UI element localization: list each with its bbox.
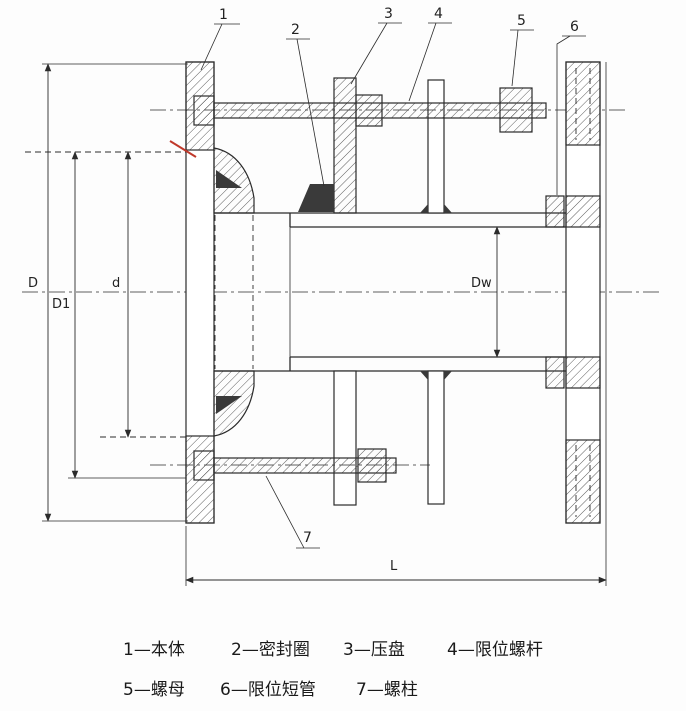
callout-6: 6 [556,19,586,195]
dim-D1: D1 [52,151,186,479]
limit-short-pipe [545,195,565,389]
pipe [214,212,600,372]
legend-item-2: 2—密封圈 [231,640,310,660]
seal-ring [298,184,334,212]
callout-3: 3 [350,6,402,85]
hidden-lines [25,151,254,438]
callout-1: 1 [200,7,240,71]
callout-3-label: 3 [384,6,393,22]
callout-7-label: 7 [303,530,312,546]
dim-label-D: D [28,276,38,291]
callout-4-label: 4 [434,6,443,22]
legend-item-4: 4—限位螺杆 [447,640,543,660]
legend-item-7: 7—螺柱 [356,680,418,700]
dim-Dw: Dw [471,226,501,358]
socket-corner-weld-top [216,170,242,188]
rod-spacer [355,94,383,127]
callout-2: 2 [286,22,325,187]
right-flange [565,61,601,524]
callout-5-label: 5 [517,13,526,29]
dim-D: D [28,63,188,522]
dim-label-L: L [390,559,398,574]
callout-4: 4 [408,6,452,102]
socket-bell-top [213,147,255,214]
callout-2-label: 2 [291,22,300,38]
stud-nut [357,448,387,483]
callout-5: 5 [510,13,534,87]
nut [499,87,533,133]
limit-screw-rod [150,94,625,127]
dim-label-D1: D1 [52,297,70,312]
callout-6-label: 6 [570,19,579,35]
red-annotation-line [169,140,197,158]
stud [150,448,430,483]
callout-7: 7 [265,475,320,549]
dim-label-Dw: Dw [471,276,492,291]
legend-item-5: 5—螺母 [123,680,185,700]
pressure-plate [333,77,357,506]
legend: 1—本体 2—密封圈 3—压盘 4—限位螺杆 5—螺母 6—限位短管 7—螺柱 [123,640,543,700]
legend-item-6: 6—限位短管 [220,680,316,700]
legend-item-3: 3—压盘 [343,640,405,660]
callout-1-label: 1 [219,7,228,23]
socket-corner-weld-bottom [216,396,242,414]
socket-bell-bottom [213,370,255,437]
legend-item-1: 1—本体 [123,640,185,660]
dim-L: L [185,62,607,586]
dim-d: d [112,151,132,438]
dim-label-d: d [112,276,120,291]
